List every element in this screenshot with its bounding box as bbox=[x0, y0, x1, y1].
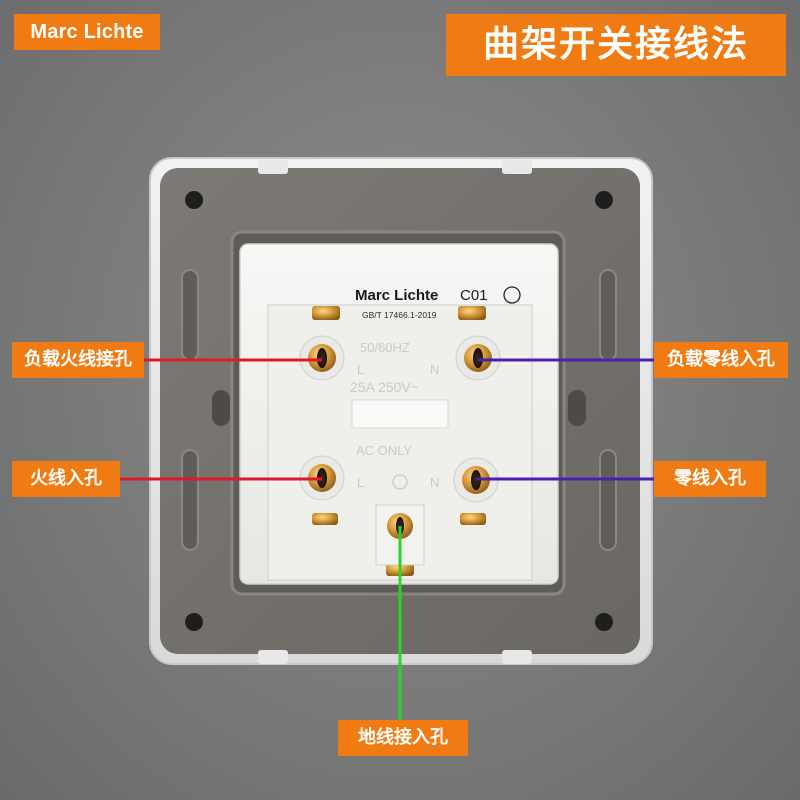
label-neutral-hole: 零线入孔 bbox=[654, 461, 766, 497]
label-ground-hole: 地线接入孔 bbox=[338, 720, 468, 756]
ac-only-text: AC ONLY bbox=[356, 443, 412, 458]
ccc-mark-icon bbox=[503, 286, 521, 304]
terminal-N-top-text: N bbox=[430, 362, 439, 377]
brand-logo: Marc Lichte bbox=[14, 14, 160, 50]
mounting-hole-bottom-left bbox=[185, 613, 203, 631]
ground-symbol-icon bbox=[392, 474, 408, 490]
switch-brand-text: Marc Lichte bbox=[355, 287, 438, 304]
rating-text: 25A 250V~ bbox=[350, 379, 419, 395]
terminal-L-top-text: L bbox=[357, 362, 364, 377]
frequency-text: 50/60HZ bbox=[360, 340, 410, 355]
mounting-hole-top-right bbox=[595, 191, 613, 209]
terminal-screw-load-neutral bbox=[455, 335, 501, 381]
label-live-hole: 火线入孔 bbox=[12, 461, 120, 497]
standard-text: GB/T 17466.1-2019 bbox=[362, 310, 437, 320]
page-title: 曲架开关接线法 bbox=[446, 14, 786, 76]
mounting-hole-bottom-right bbox=[595, 613, 613, 631]
label-load-live-hole: 负载火线接孔 bbox=[12, 342, 144, 378]
switch-model-text: C01 bbox=[460, 287, 488, 304]
terminal-N-bottom-text: N bbox=[430, 475, 439, 490]
terminal-screw-load-live bbox=[299, 335, 345, 381]
terminal-L-bottom-text: L bbox=[357, 475, 364, 490]
mounting-hole-top-left bbox=[185, 191, 203, 209]
label-load-neutral-hole: 负载零线入孔 bbox=[654, 342, 788, 378]
